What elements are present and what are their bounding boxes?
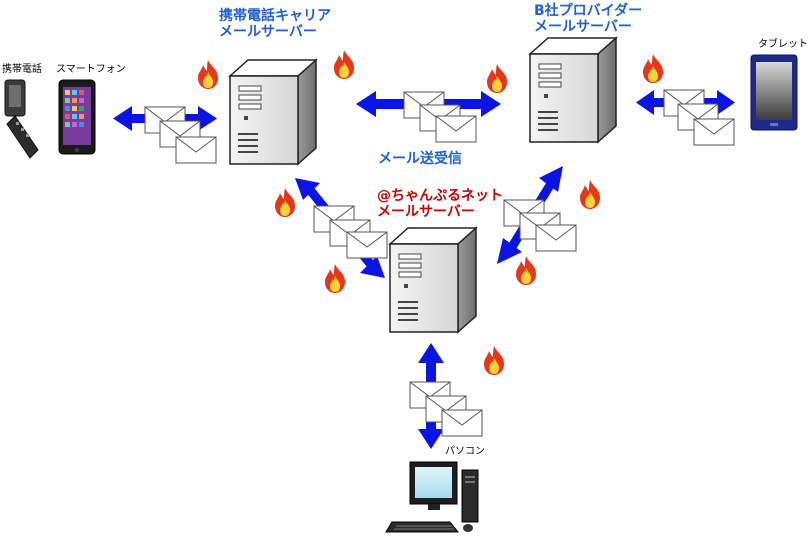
fire-icon bbox=[643, 54, 663, 83]
envelope-icon bbox=[441, 409, 483, 437]
chanpuru-server-label-line1: @ちゃんぷるネット bbox=[377, 188, 503, 204]
smartphone-icon bbox=[58, 79, 96, 155]
envelope-icon bbox=[175, 136, 217, 164]
fire-icon bbox=[325, 264, 345, 293]
envelope-stack-pc bbox=[409, 381, 483, 437]
provider-server-label-line1: B社プロバイダー bbox=[534, 2, 642, 19]
carrier-server-label-line2: メールサーバー bbox=[219, 24, 317, 40]
carrier-server-icon bbox=[229, 59, 317, 165]
provider-server-icon bbox=[529, 37, 617, 143]
smartphone-label: スマートフォン bbox=[56, 64, 126, 75]
envelope-icon bbox=[346, 231, 388, 259]
tablet-label: タブレット bbox=[758, 37, 808, 50]
envelope-icon bbox=[693, 118, 735, 146]
provider-server-label-line2: メールサーバー bbox=[534, 19, 632, 35]
envelope-icon bbox=[435, 115, 477, 143]
pc-label: パソコン bbox=[445, 445, 485, 457]
fire-icon bbox=[516, 256, 536, 285]
fire-icon bbox=[275, 188, 295, 217]
fire-icon bbox=[484, 346, 504, 375]
fire-icon bbox=[487, 64, 507, 93]
fire-icon bbox=[580, 180, 600, 209]
carrier-server-label-line1: 携帯電話キャリア bbox=[219, 7, 331, 24]
tablet-icon bbox=[750, 54, 798, 131]
envelope-icon bbox=[535, 224, 577, 252]
pc-icon bbox=[385, 461, 479, 533]
chanpuru-server-label-line2: メールサーバー bbox=[377, 204, 475, 220]
fire-icon bbox=[334, 50, 354, 79]
fire-icon bbox=[198, 60, 218, 89]
feature-phone-label: 携帯電話 bbox=[2, 62, 42, 75]
mail-exchange-label: メール送受信 bbox=[378, 150, 462, 167]
feature-phone-icon bbox=[4, 79, 39, 159]
chanpuru-server-icon bbox=[389, 227, 477, 333]
